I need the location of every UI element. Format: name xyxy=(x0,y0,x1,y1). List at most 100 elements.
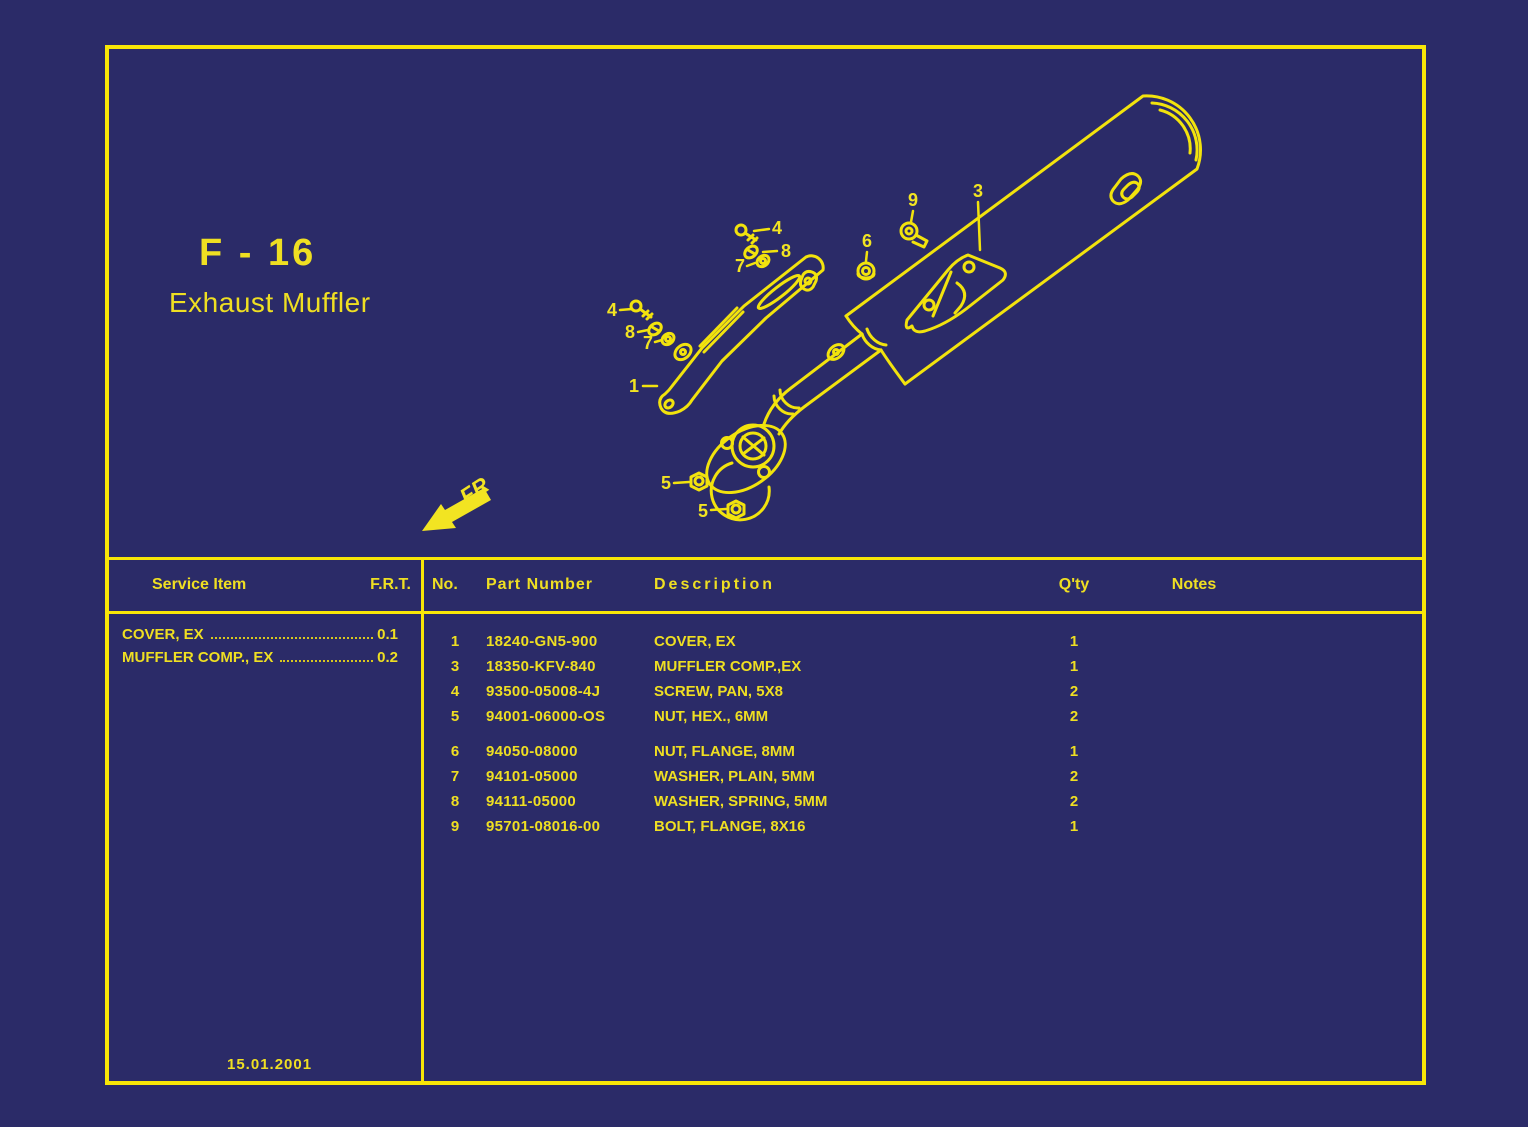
flange-cone xyxy=(709,461,771,522)
guard-rivet-lower xyxy=(922,298,936,312)
cover-outline xyxy=(658,254,825,415)
muffler-drawing xyxy=(618,94,1202,522)
muffler-endcap-band xyxy=(1150,101,1199,162)
cell-no: 8 xyxy=(450,793,460,810)
cover-ridge xyxy=(698,306,745,354)
cell-part-number: 94101-05000 xyxy=(486,768,578,785)
callout-4-left: 4 xyxy=(607,300,617,320)
service-row: COVER, EX 0.1 xyxy=(108,626,421,649)
callout-3: 3 xyxy=(973,181,983,201)
table-divider xyxy=(421,558,424,1082)
parts-table: 1 18240-GN5-900 COVER, EX 1 3 18350-KFV-… xyxy=(424,612,1424,839)
cell-part-number: 18240-GN5-900 xyxy=(486,633,598,650)
cell-qty: 1 xyxy=(1069,818,1079,835)
page-code: F - 16 xyxy=(199,232,317,274)
pipe-weld-bead xyxy=(772,388,801,416)
callout-5-upper: 5 xyxy=(661,473,671,493)
muffler-bracket-inner xyxy=(1120,180,1141,201)
cell-part-number: 94001-06000-OS xyxy=(486,708,606,725)
pipe-tab xyxy=(826,343,846,361)
flange-hole-left xyxy=(720,436,734,450)
dot-leader xyxy=(210,637,374,639)
callout-7-upper: 7 xyxy=(735,256,745,276)
cell-no: 5 xyxy=(450,708,460,725)
cell-no: 3 xyxy=(450,658,460,675)
cell-description: BOLT, FLANGE, 8X16 xyxy=(654,818,806,835)
page-title: Exhaust Muffler xyxy=(169,287,371,318)
parts-row: 1 18240-GN5-900 COVER, EX 1 xyxy=(424,629,1424,654)
cell-description: WASHER, PLAIN, 5MM xyxy=(654,768,815,785)
parts-row: 7 94101-05000 WASHER, PLAIN, 5MM 2 xyxy=(424,764,1424,789)
callout-6: 6 xyxy=(862,231,872,251)
flange-bolt-9 xyxy=(899,221,919,241)
exhaust-flange xyxy=(705,423,787,495)
cell-description: COVER, EX xyxy=(654,633,736,650)
cell-qty: 1 xyxy=(1069,633,1079,650)
cell-description: NUT, HEX., 6MM xyxy=(654,708,769,725)
screw-4-upper xyxy=(734,223,748,237)
col-header-description: Description xyxy=(654,575,776,593)
col-header-notes: Notes xyxy=(1171,575,1217,593)
cell-qty: 2 xyxy=(1069,683,1079,700)
table-top-rule xyxy=(107,557,1424,560)
parts-row: 9 95701-08016-00 BOLT, FLANGE, 8X16 1 xyxy=(424,814,1424,839)
cell-description: SCREW, PAN, 5X8 xyxy=(654,683,783,700)
col-header-part-number: Part Number xyxy=(486,575,594,593)
cell-description: MUFFLER COMP.,EX xyxy=(654,658,802,675)
cell-part-number: 18350-KFV-840 xyxy=(486,658,596,675)
muffler-body-outline xyxy=(844,94,1202,386)
frt-header: F.R.T. xyxy=(370,576,411,593)
cell-part-number: 94050-08000 xyxy=(486,743,578,760)
muffler-endcap-band-inner xyxy=(1158,108,1192,155)
cell-description: NUT, FLANGE, 8MM xyxy=(654,743,795,760)
service-frt-value: 0.1 xyxy=(377,626,398,643)
cell-description: WASHER, SPRING, 5MM xyxy=(654,793,828,810)
cover-side-pad xyxy=(673,342,693,362)
cover-foot-hole xyxy=(663,398,675,410)
cover-slot xyxy=(756,274,802,310)
collar-spokes xyxy=(741,435,766,457)
cell-qty: 2 xyxy=(1069,793,1079,810)
service-table: COVER, EX 0.1 MUFFLER COMP., EX 0.2 xyxy=(108,618,421,672)
cell-part-number: 93500-05008-4J xyxy=(486,683,601,700)
callout-1: 1 xyxy=(629,376,639,396)
cell-no: 9 xyxy=(450,818,460,835)
cell-no: 6 xyxy=(450,743,460,760)
page-frame xyxy=(105,45,1426,1085)
parts-row: 5 94001-06000-OS NUT, HEX., 6MM 2 xyxy=(424,704,1424,729)
cell-qty: 1 xyxy=(1069,743,1079,760)
service-item: MUFFLER COMP., EX xyxy=(122,649,274,666)
hex-nut-5-upper xyxy=(689,471,709,492)
callout-4-upper: 4 xyxy=(772,218,782,238)
callout-5-lower: 5 xyxy=(698,501,708,521)
flange-hole-right xyxy=(757,465,771,479)
cell-part-number: 95701-08016-00 xyxy=(486,818,601,835)
service-item: COVER, EX xyxy=(122,626,204,643)
cell-part-number: 94111-05000 xyxy=(486,793,577,810)
parts-table-header: No. Part Number Description Q'ty Notes xyxy=(424,558,1424,611)
parts-row: 6 94050-08000 NUT, FLANGE, 8MM 1 xyxy=(424,739,1424,764)
plain-washer-7-left xyxy=(660,331,676,347)
muffler-guard xyxy=(904,253,1007,334)
parts-row: 4 93500-05008-4J SCREW, PAN, 5X8 2 xyxy=(424,679,1424,704)
pipe-top-edge xyxy=(762,332,864,426)
callout-7-left: 7 xyxy=(643,333,653,353)
cell-qty: 2 xyxy=(1069,768,1079,785)
parts-row: 3 18350-KFV-840 MUFFLER COMP.,EX 1 xyxy=(424,654,1424,679)
plain-washer-7-upper xyxy=(755,253,771,269)
col-header-no: No. xyxy=(432,575,458,593)
service-table-header: Service Item F.R.T. xyxy=(108,560,421,610)
pipe-bottom-edge xyxy=(777,348,883,436)
cell-no: 1 xyxy=(450,633,460,650)
guard-rivet-upper xyxy=(962,260,976,274)
service-item-header: Service Item xyxy=(152,576,247,593)
spring-washer-8-left xyxy=(647,321,663,337)
fr-arrow-icon xyxy=(422,488,491,531)
cell-qty: 2 xyxy=(1069,708,1079,725)
leader-lines xyxy=(618,200,982,512)
cover-top-tab xyxy=(798,269,818,292)
cell-qty: 1 xyxy=(1069,658,1079,675)
revision-date: 15.01.2001 xyxy=(227,1056,313,1073)
cell-no: 7 xyxy=(450,768,460,785)
